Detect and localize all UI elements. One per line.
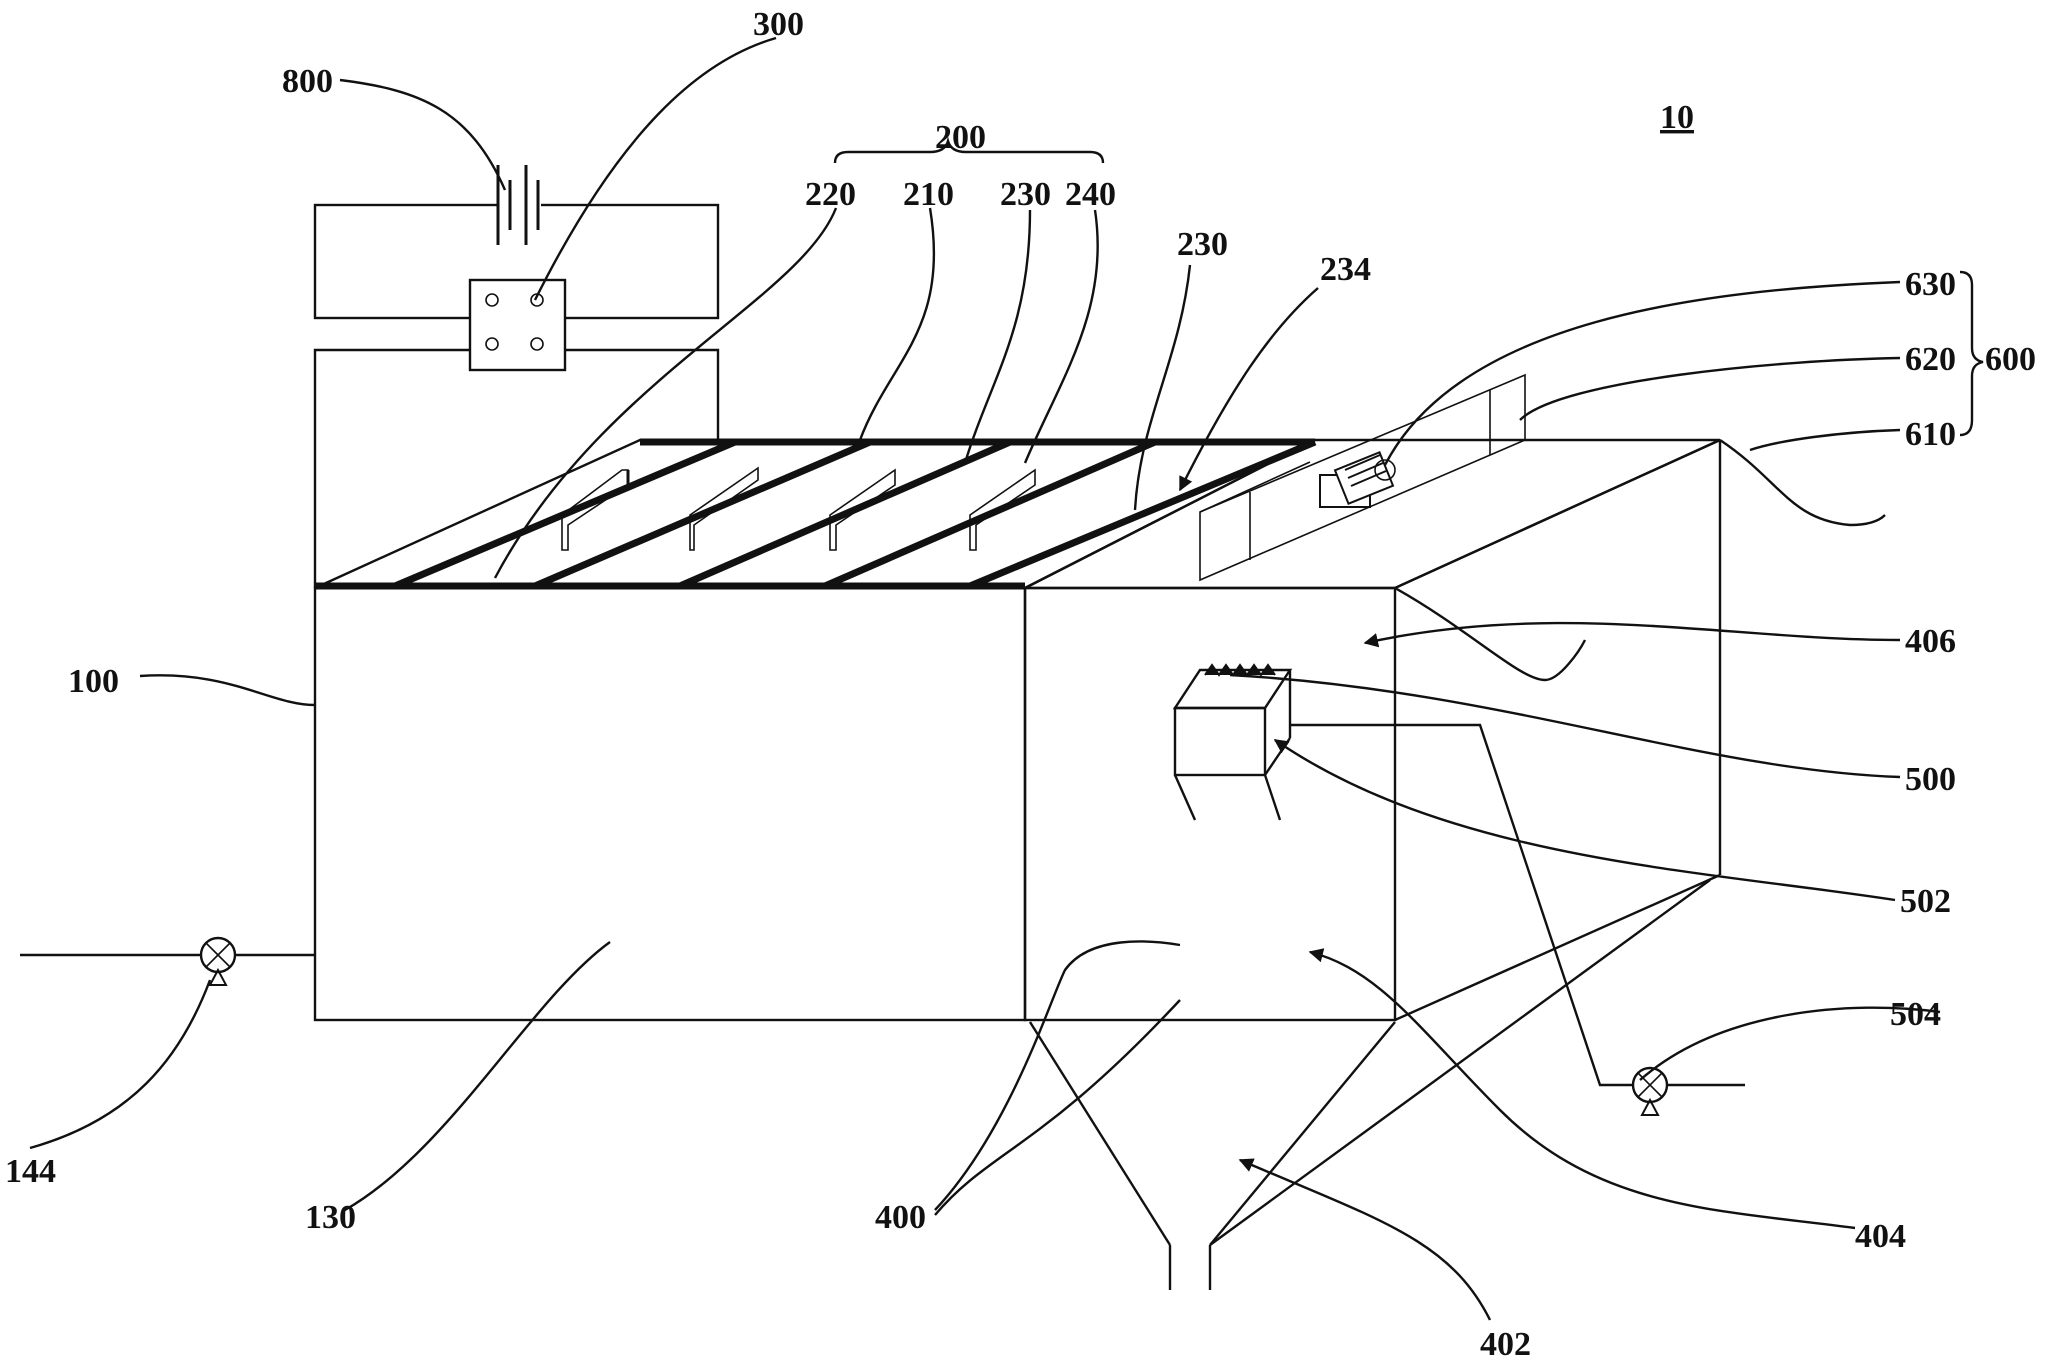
brace-200 bbox=[833, 136, 1105, 164]
electrolysis-tank bbox=[313, 586, 1027, 1022]
label-400: 400 bbox=[875, 1199, 926, 1236]
label-100: 100 bbox=[68, 663, 119, 700]
label-500: 500 bbox=[1905, 761, 1956, 798]
leader-lines bbox=[29, 36, 1941, 1321]
scum-collector bbox=[1199, 373, 1886, 682]
label-144: 144 bbox=[5, 1153, 56, 1190]
label-10: 10 bbox=[1660, 99, 1694, 136]
label-234: 234 bbox=[1320, 251, 1371, 288]
aerator bbox=[1172, 663, 1745, 1087]
electrode-plates bbox=[561, 466, 1036, 551]
label-200: 200 bbox=[935, 119, 986, 156]
label-210: 210 bbox=[903, 176, 954, 213]
label-402: 402 bbox=[1480, 1326, 1531, 1361]
controller-box bbox=[468, 278, 567, 372]
label-610: 610 bbox=[1905, 416, 1956, 453]
label-230-first: 230 bbox=[1000, 176, 1051, 213]
label-240: 240 bbox=[1065, 176, 1116, 213]
label-300: 300 bbox=[753, 6, 804, 43]
label-600: 600 bbox=[1985, 341, 2036, 378]
label-220: 220 bbox=[805, 176, 856, 213]
battery-icon bbox=[496, 165, 540, 245]
reference-labels: 10 100 130 144 200 210 220 230 230 234 2… bbox=[5, 6, 2036, 1361]
flotation-tank bbox=[1023, 438, 1722, 1290]
motor-icon bbox=[1319, 451, 1396, 508]
pump-144 bbox=[20, 936, 315, 986]
label-630: 630 bbox=[1905, 266, 1956, 303]
power-circuit bbox=[313, 165, 720, 588]
label-130: 130 bbox=[305, 1199, 356, 1236]
pump-504 bbox=[1631, 1066, 1669, 1116]
brace-600 bbox=[1959, 270, 1984, 437]
label-504: 504 bbox=[1890, 996, 1941, 1033]
electrode-assembly bbox=[314, 438, 1317, 590]
label-800: 800 bbox=[282, 63, 333, 100]
sawtooth-icon bbox=[1204, 663, 1276, 677]
label-230-second: 230 bbox=[1177, 226, 1228, 263]
label-502: 502 bbox=[1900, 883, 1951, 920]
label-620: 620 bbox=[1905, 341, 1956, 378]
label-406: 406 bbox=[1905, 623, 1956, 660]
label-404: 404 bbox=[1855, 1218, 1906, 1255]
